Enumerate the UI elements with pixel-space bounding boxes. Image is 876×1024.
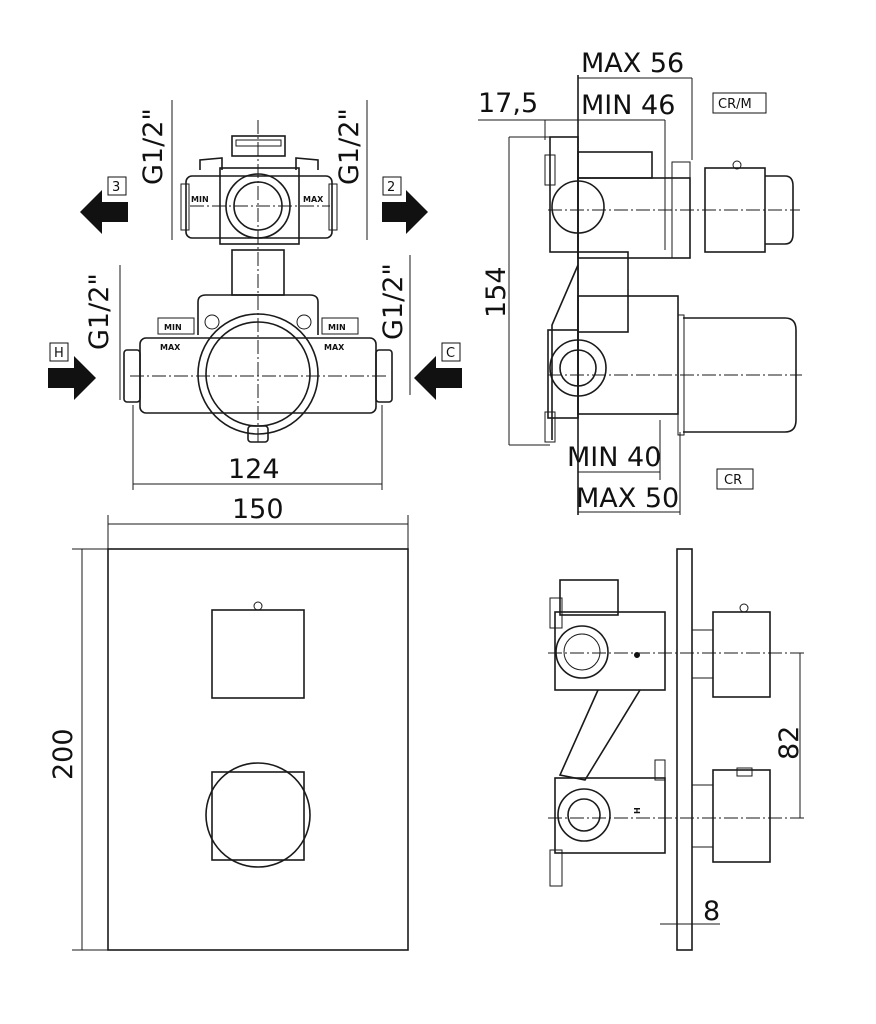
thermostat-handle bbox=[211, 771, 305, 861]
outlet-2-label: 2 bbox=[387, 180, 395, 195]
dim-82: 82 bbox=[774, 726, 805, 760]
front-plate-view: 150 200 bbox=[48, 494, 409, 951]
dim-150: 150 bbox=[232, 494, 284, 525]
tag-cr: CR bbox=[724, 473, 742, 488]
dim-8: 8 bbox=[703, 896, 720, 927]
cold-inlet-label: C bbox=[446, 346, 455, 361]
outlet-3-arrow-icon: 3 bbox=[80, 176, 128, 234]
dim-17-5: 17,5 bbox=[478, 88, 538, 119]
thread-label-cold: G1/2" bbox=[378, 263, 409, 340]
stop-label-max-right: MAX bbox=[324, 343, 345, 352]
front-view-body: MIN MAX MIN MAX MIN MAX bbox=[123, 120, 393, 445]
dim-200: 200 bbox=[48, 728, 79, 780]
hot-inlet-label: H bbox=[54, 346, 64, 361]
side-view-body bbox=[544, 75, 802, 515]
diverter-handle bbox=[211, 609, 305, 699]
width-dimension-124: 124 bbox=[132, 405, 383, 490]
hot-inlet-arrow-icon: H bbox=[48, 342, 96, 400]
thread-label-hot: G1/2" bbox=[84, 273, 115, 350]
dim-min-46: MIN 46 bbox=[581, 90, 675, 121]
dim-154: 154 bbox=[481, 266, 512, 318]
stop-label-max-left: MAX bbox=[160, 343, 181, 352]
stop-label-max: MAX bbox=[303, 195, 324, 204]
dim-max-50: MAX 50 bbox=[576, 483, 679, 514]
thread-label-outlet-2: G1/2" bbox=[334, 108, 365, 185]
stop-label-min-right: MIN bbox=[328, 323, 346, 332]
hot-mark: H bbox=[633, 807, 642, 814]
thread-dimensions: G1/2" G1/2" G1/2" G1/2" bbox=[84, 100, 411, 400]
tag-cr-m: CR/M bbox=[718, 97, 752, 112]
outlet-2-arrow-icon: 2 bbox=[382, 176, 428, 234]
cold-inlet-arrow-icon: C bbox=[414, 342, 462, 400]
dim-min-40: MIN 40 bbox=[567, 442, 661, 473]
stop-label-min-left: MIN bbox=[164, 323, 182, 332]
side-dimensions: 17,5 MAX 56 MIN 46 CR/M 154 MIN 40 MAX 5… bbox=[478, 48, 767, 515]
dim-124: 124 bbox=[228, 454, 280, 485]
outlet-3-label: 3 bbox=[112, 180, 120, 195]
dim-max-56: MAX 56 bbox=[581, 48, 684, 79]
stop-label-min: MIN bbox=[191, 195, 209, 204]
side-plate-view: H 82 8 bbox=[548, 548, 805, 951]
thread-label-outlet-3: G1/2" bbox=[138, 108, 169, 185]
